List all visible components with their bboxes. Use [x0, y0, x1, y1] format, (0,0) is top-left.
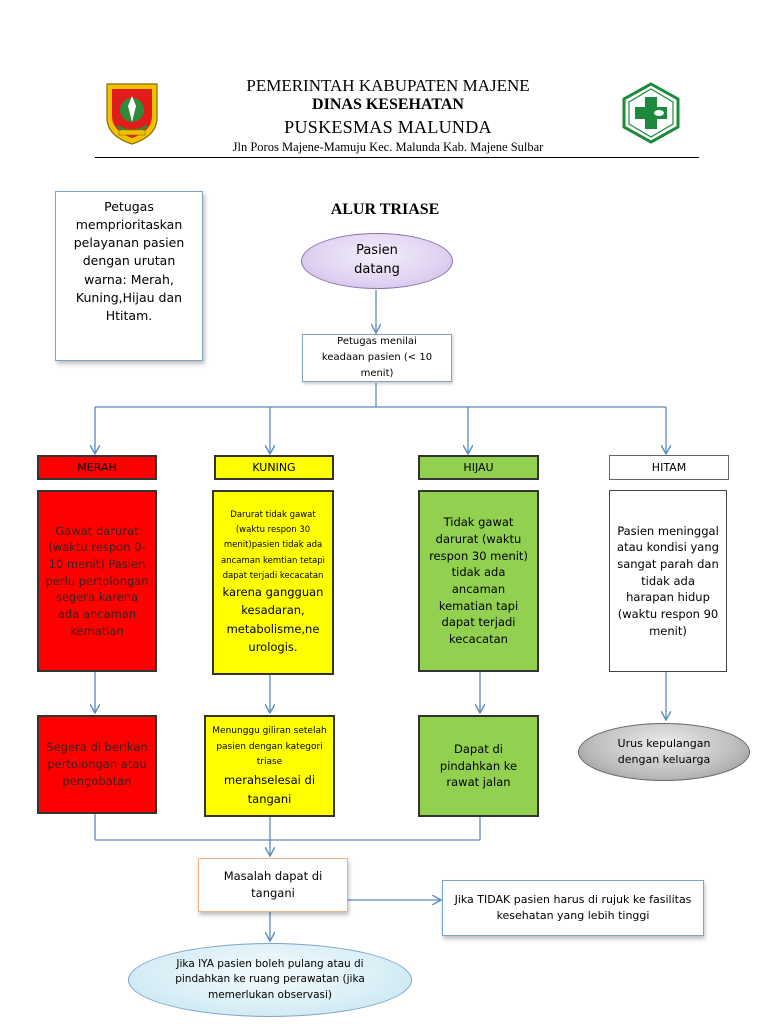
end-node-text: Jika IYA pasien boleh pulang atau di pin… — [175, 958, 365, 1001]
header-department: DINAS KESEHATAN — [312, 96, 464, 113]
assessment-text: Petugas menilai keadaan pasien (< 10 men… — [321, 336, 433, 379]
majene-regency-emblem-icon — [106, 83, 158, 145]
refer-text: Jika TIDAK pasien harus di rujuk ke fasi… — [454, 893, 692, 922]
hitam-action-ellipse: Urus kepulangan dengan keluarga — [578, 723, 750, 781]
header-address: Jln Poros Majene-Mamuju Kec. Malunda Kab… — [232, 140, 544, 154]
kuning-description-large-text: karena gangguan kesadaran, metabolisme,n… — [222, 585, 324, 655]
priority-note-text: Petugas memprioritaskan pelayanan pasien… — [73, 199, 185, 323]
priority-note: Petugas memprioritaskan pelayanan pasien… — [55, 191, 203, 361]
hitam-description-text: Pasien meninggal atau kondisi yang sanga… — [617, 523, 719, 638]
assessment-box: Petugas menilai keadaan pasien (< 10 men… — [302, 334, 452, 382]
merah-action-text: Segera di berikan pertolongan atau pengo… — [46, 740, 148, 788]
card-kuning-action: Menunggu giliran setelah pasien dengan k… — [204, 715, 335, 817]
label-hijau-text: HIJAU — [463, 461, 494, 474]
kuning-action-small-text: Menunggu giliran setelah pasien dengan k… — [212, 725, 327, 768]
merah-description-text: Gawat darurat (waktu respon 0-10 menit) … — [45, 523, 149, 638]
solved-box: Masalah dapat di tangani — [198, 858, 348, 912]
label-merah-text: MERAH — [77, 461, 117, 474]
card-kuning-description: Darurat tidak gawat (waktu respon 30 men… — [212, 490, 334, 675]
card-hitam-description: Pasien meninggal atau kondisi yang sanga… — [609, 490, 727, 672]
hitam-action-text: Urus kepulangan dengan keluarga — [617, 737, 711, 766]
label-hitam-text: HITAM — [651, 461, 687, 474]
hijau-description-text: Tidak gawat darurat (waktu respon 30 men… — [429, 515, 528, 647]
card-merah-action: Segera di berikan pertolongan atau pengo… — [37, 715, 157, 814]
label-kuning: KUNING — [214, 455, 334, 480]
card-merah-description: Gawat darurat (waktu respon 0-10 menit) … — [37, 490, 157, 672]
refer-box: Jika TIDAK pasien harus di rujuk ke fasi… — [442, 880, 704, 936]
header-divider — [95, 157, 699, 158]
kuning-description-small: Darurat tidak gawat (waktu respon 30 men… — [220, 508, 326, 658]
card-hijau-description: Tidak gawat darurat (waktu respon 30 men… — [418, 490, 539, 672]
header-government: PEMERINTAH KABUPATEN MAJENE — [246, 76, 530, 95]
label-hitam: HITAM — [609, 455, 729, 480]
diagram-title: ALUR TRIASE — [330, 201, 440, 218]
label-merah: MERAH — [37, 455, 157, 480]
puskesmas-green-cross-icon — [622, 82, 680, 144]
kuning-action-large-text: merahselesai di tangani — [223, 773, 316, 806]
start-node-text: Pasien datang — [354, 243, 400, 277]
label-hijau: HIJAU — [418, 455, 539, 480]
solved-text: Masalah dapat di tangani — [223, 869, 323, 900]
header-puskesmas: PUSKESMAS MALUNDA — [284, 117, 492, 137]
hijau-action-text: Dapat di pindahkan ke rawat jalan — [439, 741, 518, 790]
label-kuning-text: KUNING — [252, 461, 296, 474]
card-hijau-action: Dapat di pindahkan ke rawat jalan — [418, 715, 539, 817]
end-node: Jika IYA pasien boleh pulang atau di pin… — [128, 943, 412, 1017]
kuning-description-small-text: Darurat tidak gawat (waktu respon 30 men… — [220, 509, 326, 581]
start-node: Pasien datang — [301, 233, 453, 289]
kuning-action: Menunggu giliran setelah pasien dengan k… — [212, 724, 327, 808]
